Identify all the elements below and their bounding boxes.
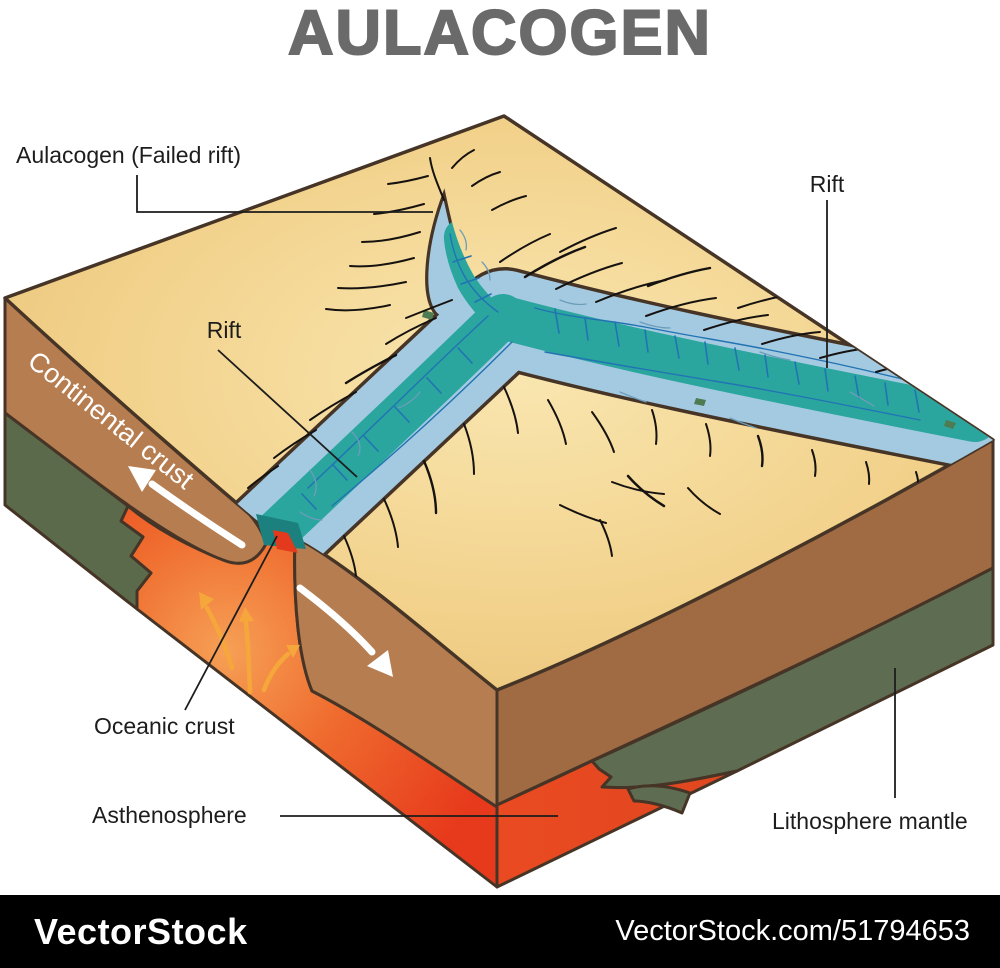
label-rift-left: Rift	[207, 317, 242, 343]
leader-oceanic-crust	[184, 535, 278, 711]
rift-shoulder-cracks	[299, 229, 875, 521]
magma-arrow-head-icon	[286, 645, 300, 658]
page-title: AULACOGEN	[287, 0, 712, 68]
label-aulacogen: Aulacogen (Failed rift)	[16, 142, 241, 168]
arrow-right-head-icon	[367, 650, 393, 677]
label-asthenosphere: Asthenosphere	[92, 802, 247, 828]
arrow-left-head-icon	[128, 466, 156, 492]
rift-fault-lines	[301, 233, 931, 510]
watermark-bar: VectorStock VectorStock.com/51794653	[0, 895, 1000, 968]
block-faces	[3, 296, 995, 889]
rim-green-slivers	[422, 310, 956, 429]
mantle-green-tongue	[626, 784, 692, 815]
magma-arrow-head-icon	[239, 607, 254, 622]
leader-aulacogen	[136, 175, 433, 213]
arrow-right-shaft	[296, 584, 376, 656]
leader-lines	[136, 175, 896, 817]
leader-rift-left	[217, 349, 358, 478]
label-lithosphere-mantle: Lithosphere mantle	[772, 808, 968, 834]
block-top-surface	[3, 114, 995, 692]
label-oceanic-crust: Oceanic crust	[94, 713, 235, 739]
magma-flow-arrows	[199, 592, 300, 695]
rift-teal-right	[483, 296, 993, 442]
rift-mouth-shadow	[256, 514, 306, 549]
mantle-face-left	[3, 411, 153, 611]
label-rift-right: Rift	[810, 171, 845, 197]
image-url-text: VectorStock.com/51794653	[615, 915, 970, 947]
rift-system	[211, 149, 993, 597]
oceanic-crust-magma	[273, 530, 298, 553]
surface-cracks	[247, 149, 920, 577]
arrow-left-shaft	[148, 480, 246, 549]
brand-text: VectorStock	[34, 910, 248, 952]
plate-motion-arrows	[128, 466, 393, 677]
magma-arrow-head-icon	[199, 592, 214, 610]
